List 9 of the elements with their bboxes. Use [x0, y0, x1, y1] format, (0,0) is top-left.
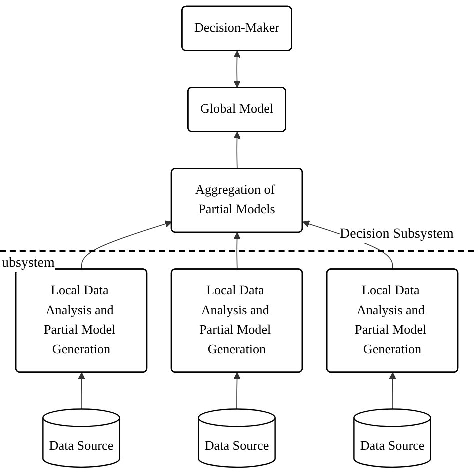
arrow [234, 372, 241, 410]
arrow [234, 50, 241, 88]
arrow [81, 220, 172, 270]
arrow [234, 232, 241, 270]
arrow [234, 132, 241, 170]
region-label: Decision Subsystem [340, 226, 454, 243]
arrow [78, 372, 86, 410]
arrow [389, 372, 396, 410]
region-label: ubsystem [2, 256, 55, 272]
